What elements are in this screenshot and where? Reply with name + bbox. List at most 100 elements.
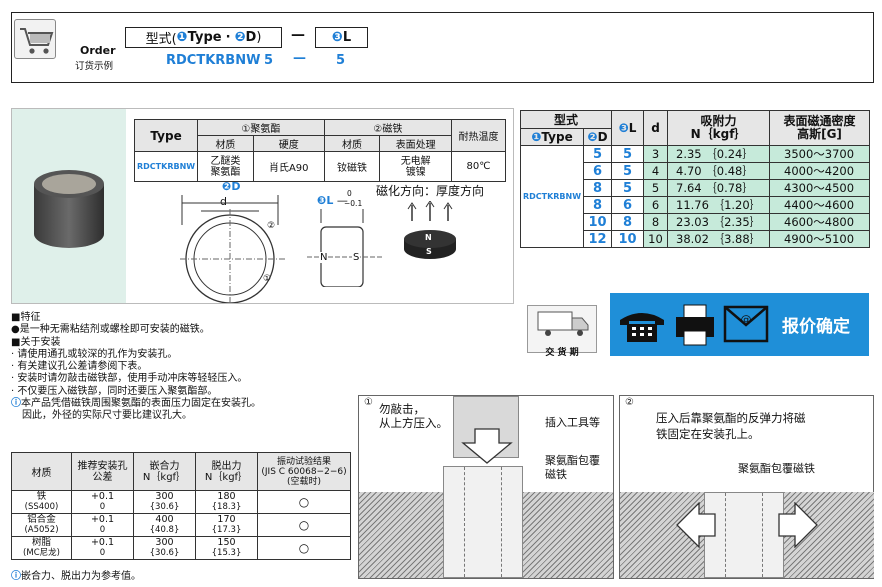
magnet-cell-l: 6 <box>611 196 644 214</box>
order-dash-2: — <box>293 51 306 66</box>
magnet-cell-flux: 4900～5100 <box>769 230 870 248</box>
drawing-d-label: ❷D <box>222 180 240 193</box>
spec-sub-surface: 表面处理 <box>379 135 452 152</box>
step-2-text-2: 铁固定在安装孔上。 <box>656 427 760 441</box>
spec-sub-material2: 材质 <box>323 135 381 152</box>
force-cell-extract: 150{15.3} <box>195 536 258 560</box>
magnet-cell-l: 5 <box>611 145 644 163</box>
tolerance-top: 0 <box>347 189 352 198</box>
caution-icon: ⓘ <box>11 571 21 582</box>
base-right <box>523 492 613 578</box>
side-s-label: S <box>352 252 361 263</box>
force-cell-result: ○ <box>257 513 351 537</box>
circle-1-icon: ❶ <box>531 130 542 144</box>
magnet-cell-force: 23.03 ｛2.35｝ <box>667 213 770 231</box>
magnet-cell-force: 7.64 ｛0.78｝ <box>667 179 770 197</box>
force-cell-result: ○ <box>257 536 351 560</box>
spec-header-type: Type <box>133 119 199 152</box>
force-cell-insert-top: 400 <box>155 514 174 525</box>
magnet-cell-d: 5 <box>583 145 612 163</box>
force-cell-extract: 170{17.3} <box>195 513 258 537</box>
force-cell-tolerance-bottom: 0 <box>99 548 106 558</box>
delivery-button[interactable]: 交 货 期 <box>527 305 597 358</box>
step-1-text: 勿敲击， 从上方压入。 <box>379 402 448 430</box>
magnet-cell-d: 12 <box>583 230 612 248</box>
force-cell-insert-bottom: {40.8} <box>149 525 180 535</box>
force-cell-material: 铝合金(A5052) <box>11 513 72 537</box>
drawing-l-label: ❸L — <box>317 194 348 207</box>
circle-3-icon: ❸ <box>317 194 327 207</box>
force-cell-insert: 300{30.6} <box>133 536 196 560</box>
step-2-magnet-label: 聚氨酯包覆磁铁 <box>738 462 815 475</box>
force-cell-material-top: 树脂 <box>31 537 51 548</box>
force-cell-tolerance-top: +0.1 <box>90 491 115 502</box>
force-cell-tolerance-bottom: 0 <box>99 525 106 535</box>
magnet-cell-flux: 4400～4600 <box>769 196 870 214</box>
order-subtitle: 订货示例 <box>75 61 114 72</box>
svg-text:@: @ <box>741 313 752 326</box>
force-cell-material: 树脂(MC尼龙) <box>11 536 72 560</box>
circle-2-icon: ❷ <box>222 180 232 193</box>
step-1-panel: ① 勿敲击， 从上方压入。 插入工具等 聚氨酯包覆 磁铁 <box>358 395 614 579</box>
disc-s-label: S <box>426 247 432 256</box>
mag-header-flux: 表面磁通密度 高斯[G] <box>769 110 870 146</box>
force-cell-insert: 300{30.6} <box>133 490 196 514</box>
magnet-body <box>443 466 523 578</box>
shopping-cart-icon[interactable] <box>14 19 56 59</box>
quote-banner[interactable]: @ 报价确定 <box>610 293 869 356</box>
circle-3-icon: ❸ <box>618 121 629 135</box>
magnet-row-code: RDCTKRBNW <box>520 145 584 248</box>
install-title: ■关于安装 <box>11 336 61 348</box>
spec-temp: 80℃ <box>451 151 506 182</box>
magnet-disc-icon <box>404 201 456 259</box>
magnet-cell-l: 8 <box>611 213 644 231</box>
email-icon: @ <box>723 305 769 343</box>
circle-3-icon: ❸ <box>331 30 343 45</box>
magnet-cell-l: 10 <box>611 230 644 248</box>
magnet-cell-small-d: 6 <box>643 196 668 214</box>
force-cell-material-bottom: (MC尼龙) <box>23 548 60 558</box>
magnet-cell-flux: 3500～3700 <box>769 145 870 163</box>
force-cell-tolerance-top: +0.1 <box>90 537 115 548</box>
spec-surface: 无电解 镀镍 <box>379 151 452 182</box>
magnetization-direction: 磁化方向：厚度方向 <box>376 184 485 198</box>
product-panel: Type ①聚氨酯 ②磁铁 耐热温度 材质 硬度 材质 表面处理 RDCTKRB… <box>11 108 514 304</box>
force-cell-tolerance-top: +0.1 <box>90 514 115 525</box>
order-example-box <box>11 12 874 83</box>
spec-sub-material: 材质 <box>197 135 254 152</box>
force-cell-result: ○ <box>257 490 351 514</box>
step-2-panel: ② 压入后靠聚氨酯的反弹力将磁 铁固定在安装孔上。 聚氨酯包覆磁铁 <box>619 395 874 579</box>
circle-2-icon: ❷ <box>234 30 246 45</box>
mag-l-text: L <box>628 121 637 135</box>
step-1-number: ① <box>364 397 373 408</box>
spec-table: Type ①聚氨酯 ②磁铁 耐热温度 材质 硬度 材质 表面处理 RDCTKRB… <box>133 119 506 182</box>
magnet-cell-small-d: 4 <box>643 162 668 180</box>
force-cell-insert-bottom: {30.6} <box>149 502 180 512</box>
l-label-text: L <box>342 30 352 45</box>
mag-d-text: D <box>597 130 608 144</box>
circle-1-icon: ❶ <box>176 30 188 45</box>
circle-1-marker: ① <box>263 274 272 284</box>
type-b-text: D <box>245 30 257 45</box>
note-1-text: 本产品凭借磁铁周围聚氨酯的表面压力固定在安装孔。 <box>21 398 261 410</box>
force-cell-extract-top: 170 <box>217 514 236 525</box>
force-cell-material-bottom: (A5052) <box>24 525 59 535</box>
right-arrow-icon <box>778 502 818 548</box>
magnet-cell-flux: 4300～4500 <box>769 179 870 197</box>
type-label-text: 型式( <box>145 32 177 47</box>
install-2: · 有关建议孔公差请参阅下表。 <box>11 361 148 373</box>
d-label-text: D <box>231 180 241 193</box>
magnet-cell-flux: 4000～4200 <box>769 162 870 180</box>
order-l-label-box: ❸ L <box>315 27 368 48</box>
magnet-cell-d: 6 <box>583 162 612 180</box>
mag-header-force: 吸附力 N｛kgf｝ <box>667 110 770 146</box>
magnet-cell-small-d: 8 <box>643 213 668 231</box>
spec-header-urethane: ①聚氨酯 <box>197 119 325 136</box>
install-3: · 安装时请勿敲击磁铁部，使用手动冲床等轻轻压入。 <box>11 373 248 385</box>
magnet-cell-d: 8 <box>583 179 612 197</box>
type-sep: · <box>225 30 231 45</box>
